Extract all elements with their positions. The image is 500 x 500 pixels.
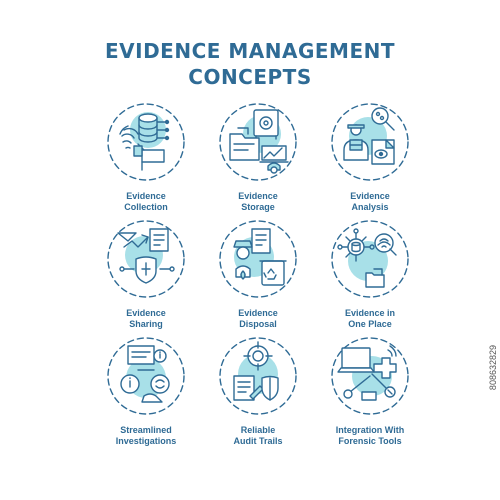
fingerprint-database-icon: [107, 103, 185, 181]
concept-label: Evidence Analysis: [350, 191, 390, 212]
concept-streamlined-investigations: Streamlined Investigations: [90, 334, 202, 447]
concept-label: Evidence in One Place: [344, 308, 396, 329]
concept-label: Evidence Collection: [124, 191, 168, 212]
laptop-tools-icon: [331, 337, 409, 415]
page-title: EVIDENCE MANAGEMENT CONCEPTS: [0, 38, 500, 90]
concept-reliable-audit-trails: Reliable Audit Trails: [202, 334, 314, 447]
info-search-icon: [107, 337, 185, 415]
analyst-magnifier-icon: [331, 103, 409, 181]
stock-id: 808632829: [488, 345, 498, 391]
title-line-2: CONCEPTS: [188, 65, 312, 89]
concept-label: Evidence Sharing: [126, 308, 166, 329]
shield-share-icon: [107, 220, 185, 298]
target-shield-icon: [219, 337, 297, 415]
safe-folder-icon: [219, 103, 297, 181]
network-database-icon: [331, 220, 409, 298]
concept-evidence-collection: Evidence Collection: [90, 100, 202, 213]
concept-label: Integration With Forensic Tools: [335, 425, 405, 446]
concept-evidence-sharing: Evidence Sharing: [90, 217, 202, 330]
concept-label: Reliable Audit Trails: [233, 425, 283, 446]
concept-integration-forensic-tools: Integration With Forensic Tools: [314, 334, 426, 447]
title-line-1: EVIDENCE MANAGEMENT: [104, 39, 395, 63]
concept-evidence-analysis: Evidence Analysis: [314, 100, 426, 213]
concept-evidence-disposal: Evidence Disposal: [202, 217, 314, 330]
concept-grid: Evidence Collection: [90, 100, 426, 480]
concept-evidence-in-one-place: Evidence in One Place: [314, 217, 426, 330]
recycle-bin-icon: [219, 220, 297, 298]
concept-label: Evidence Storage: [238, 191, 278, 212]
concept-label: Evidence Disposal: [238, 308, 278, 329]
concept-evidence-storage: Evidence Storage: [202, 100, 314, 213]
concept-label: Streamlined Investigations: [115, 425, 177, 446]
